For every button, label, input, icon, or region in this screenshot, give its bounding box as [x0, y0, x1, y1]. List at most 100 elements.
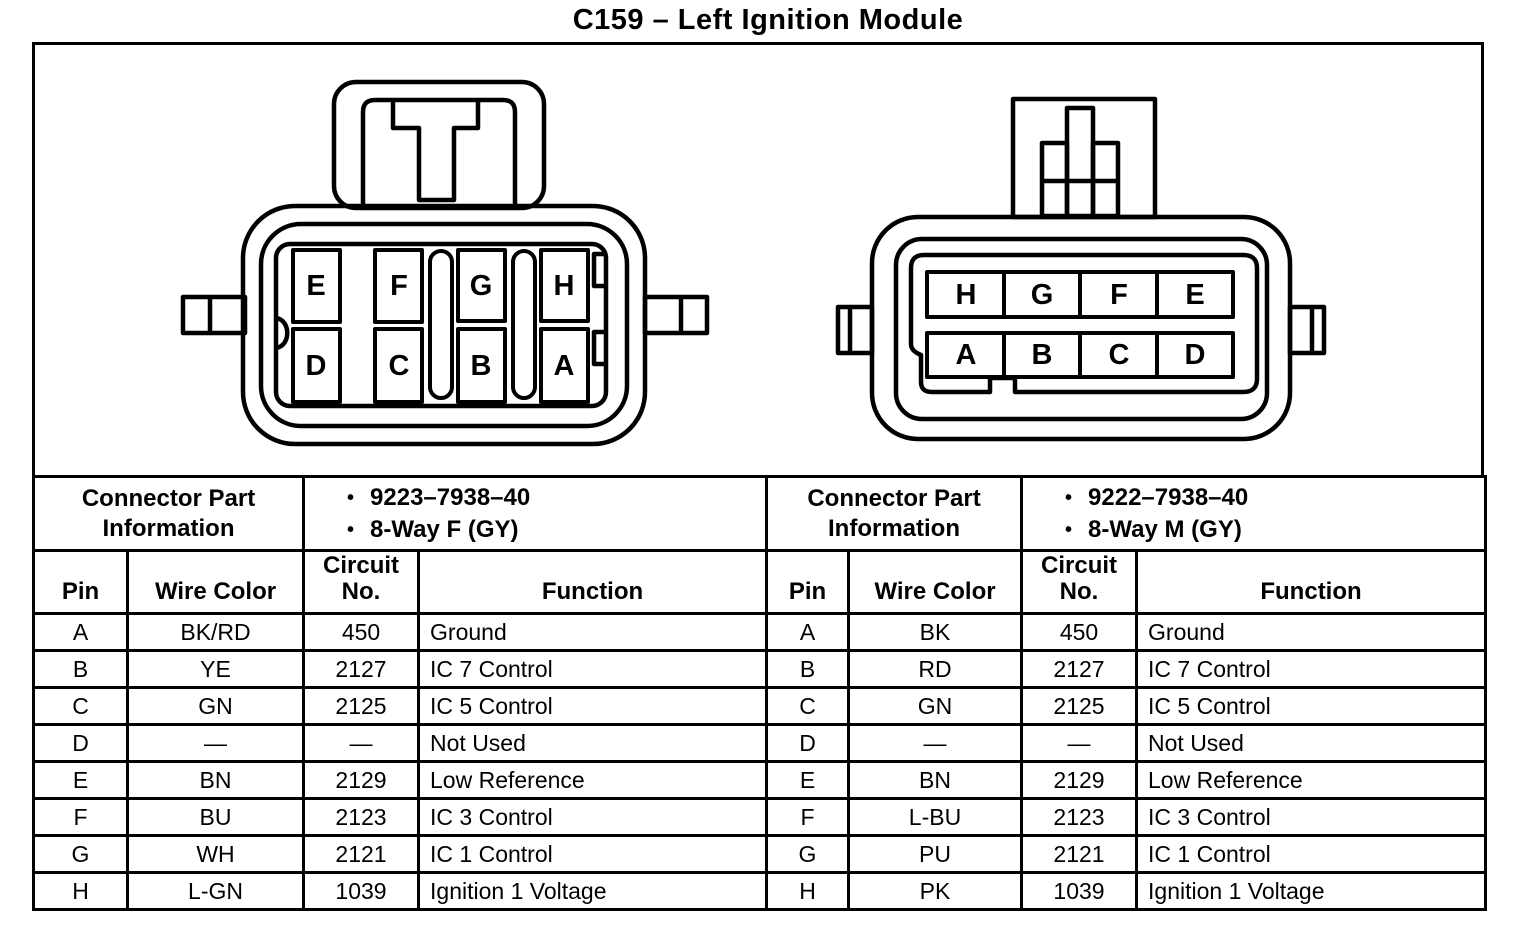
pin-cell: F [32, 797, 129, 837]
wire-color-cell: BU [125, 797, 306, 837]
left-connector-key-bump [275, 315, 290, 351]
circuit-no-cell: 2127 [302, 649, 421, 689]
pin-cavity-C [373, 327, 424, 404]
table-row: C GN 2125 IC 5 Control [32, 686, 769, 726]
pin-label: H [955, 279, 977, 311]
pin-cavity-F [373, 248, 424, 324]
pin-cell: C [765, 686, 850, 726]
function-cell: IC 3 Control [417, 797, 769, 837]
left-connector-pin-field [273, 241, 609, 409]
pin-label: C [388, 350, 410, 382]
circuit-no-cell: 2125 [1020, 686, 1139, 726]
pin-cavity-D [291, 327, 342, 404]
pin-label: G [469, 270, 493, 302]
wire-color-cell: L-BU [846, 797, 1024, 837]
pin-cell: B [765, 649, 850, 689]
function-cell: Low Reference [417, 760, 769, 800]
table-row: F L-BU 2123 IC 3 Control [765, 797, 1488, 837]
pin-cavity-A [539, 327, 590, 404]
left-pin-table: Connector Part Information • 9223–7938–40… [31, 475, 769, 911]
pin-label: D [1184, 339, 1206, 371]
circuit-no-cell: 2129 [1020, 760, 1139, 800]
table-row: B YE 2127 IC 7 Control [32, 649, 769, 689]
right-connector-drawing [835, 96, 1327, 442]
right-connector-left-wing [835, 304, 875, 356]
wire-color-cell: BK [846, 612, 1024, 652]
connector-way-type: 8-Way M (GY) [1088, 515, 1242, 543]
left-connector-key-notch-bottom [591, 329, 606, 367]
function-cell: Ground [1135, 612, 1488, 652]
pin-cavity-H [539, 248, 590, 323]
pin-cell: D [32, 723, 129, 763]
table-row: G WH 2121 IC 1 Control [32, 834, 769, 874]
part-number: 9223–7938–40 [370, 483, 531, 511]
connector-way-type: 8-Way F (GY) [370, 515, 519, 543]
connector-part-info-values: •9223–7938–40 •8-Way F (GY) [302, 475, 769, 552]
pin-cavity-E [291, 248, 342, 324]
function-cell: IC 7 Control [417, 649, 769, 689]
right-connector-lock-tab [1010, 96, 1158, 220]
pin-label: E [306, 270, 326, 302]
right-pin-table: Connector Part Information • 9222–7938–40… [764, 475, 1488, 911]
pin-label: C [1108, 339, 1130, 371]
left-connector-lock-tab-inner [360, 97, 518, 208]
circuit-no-cell: 2121 [302, 834, 421, 874]
circuit-no-cell: 450 [1020, 612, 1139, 652]
wire-color-cell: — [125, 723, 306, 763]
wire-color-cell: BN [846, 760, 1024, 800]
function-cell: IC 1 Control [1135, 834, 1488, 874]
pin-cell: H [765, 871, 850, 911]
pin-cell: E [765, 760, 850, 800]
right-connector-pin-field [908, 252, 1260, 395]
wire-color-cell: L-GN [125, 871, 306, 911]
table-row: B RD 2127 IC 7 Control [765, 649, 1488, 689]
wire-color-cell: GN [125, 686, 306, 726]
function-cell: Not Used [417, 723, 769, 763]
circuit-no-cell: 1039 [302, 871, 421, 911]
left-connector-key-notch-top [591, 251, 606, 289]
pin-cell: F [765, 797, 850, 837]
function-cell: Ignition 1 Voltage [417, 871, 769, 911]
function-cell: Low Reference [1135, 760, 1488, 800]
circuit-no-cell: 450 [302, 612, 421, 652]
pin-cell: G [765, 834, 850, 874]
table-row: A BK/RD 450 Ground [32, 612, 769, 652]
table-row: H PK 1039 Ignition 1 Voltage [765, 871, 1488, 911]
pin-label: A [955, 339, 977, 371]
function-cell: Ground [417, 612, 769, 652]
keyway-oval-left [428, 249, 454, 400]
circuit-no-cell: — [302, 723, 421, 763]
part-number: 9222–7938–40 [1088, 483, 1249, 511]
bullet-icon: • [1065, 518, 1073, 541]
left-connector-left-wing [180, 294, 248, 336]
left-connector-t-slot [390, 100, 481, 203]
bullet-icon: • [1065, 486, 1073, 509]
table-row: E BN 2129 Low Reference [765, 760, 1488, 800]
pin-label: D [305, 350, 327, 382]
table-row: D — — Not Used [765, 723, 1488, 763]
table-row: A BK 450 Ground [765, 612, 1488, 652]
wire-color-cell: YE [125, 649, 306, 689]
column-header-pin: Pin [765, 549, 850, 615]
pin-label: F [390, 270, 408, 302]
circuit-no-cell: 1039 [1020, 871, 1139, 911]
left-connector-body-outer [240, 203, 648, 447]
right-connector-body-outer [869, 214, 1293, 442]
connector-part-info-label: Connector Part Information [31, 475, 306, 552]
table-row: G PU 2121 IC 1 Control [765, 834, 1488, 874]
pin-cell: B [32, 649, 129, 689]
pin-cell: D [765, 723, 850, 763]
left-connector-right-wing [642, 294, 710, 336]
column-header-circuit-no: Circuit No. [1020, 549, 1139, 615]
wire-color-cell: BN [125, 760, 306, 800]
connector-part-info-label: Connector Part Information [764, 475, 1024, 552]
wire-color-cell: BK/RD [125, 612, 306, 652]
column-header-function: Function [1135, 549, 1488, 615]
left-connector-body-inner [258, 221, 630, 429]
right-connector-right-wing [1287, 304, 1327, 356]
pin-cell: A [765, 612, 850, 652]
pin-label: A [553, 350, 575, 382]
wire-color-cell: WH [125, 834, 306, 874]
bullet-icon: • [347, 486, 355, 509]
